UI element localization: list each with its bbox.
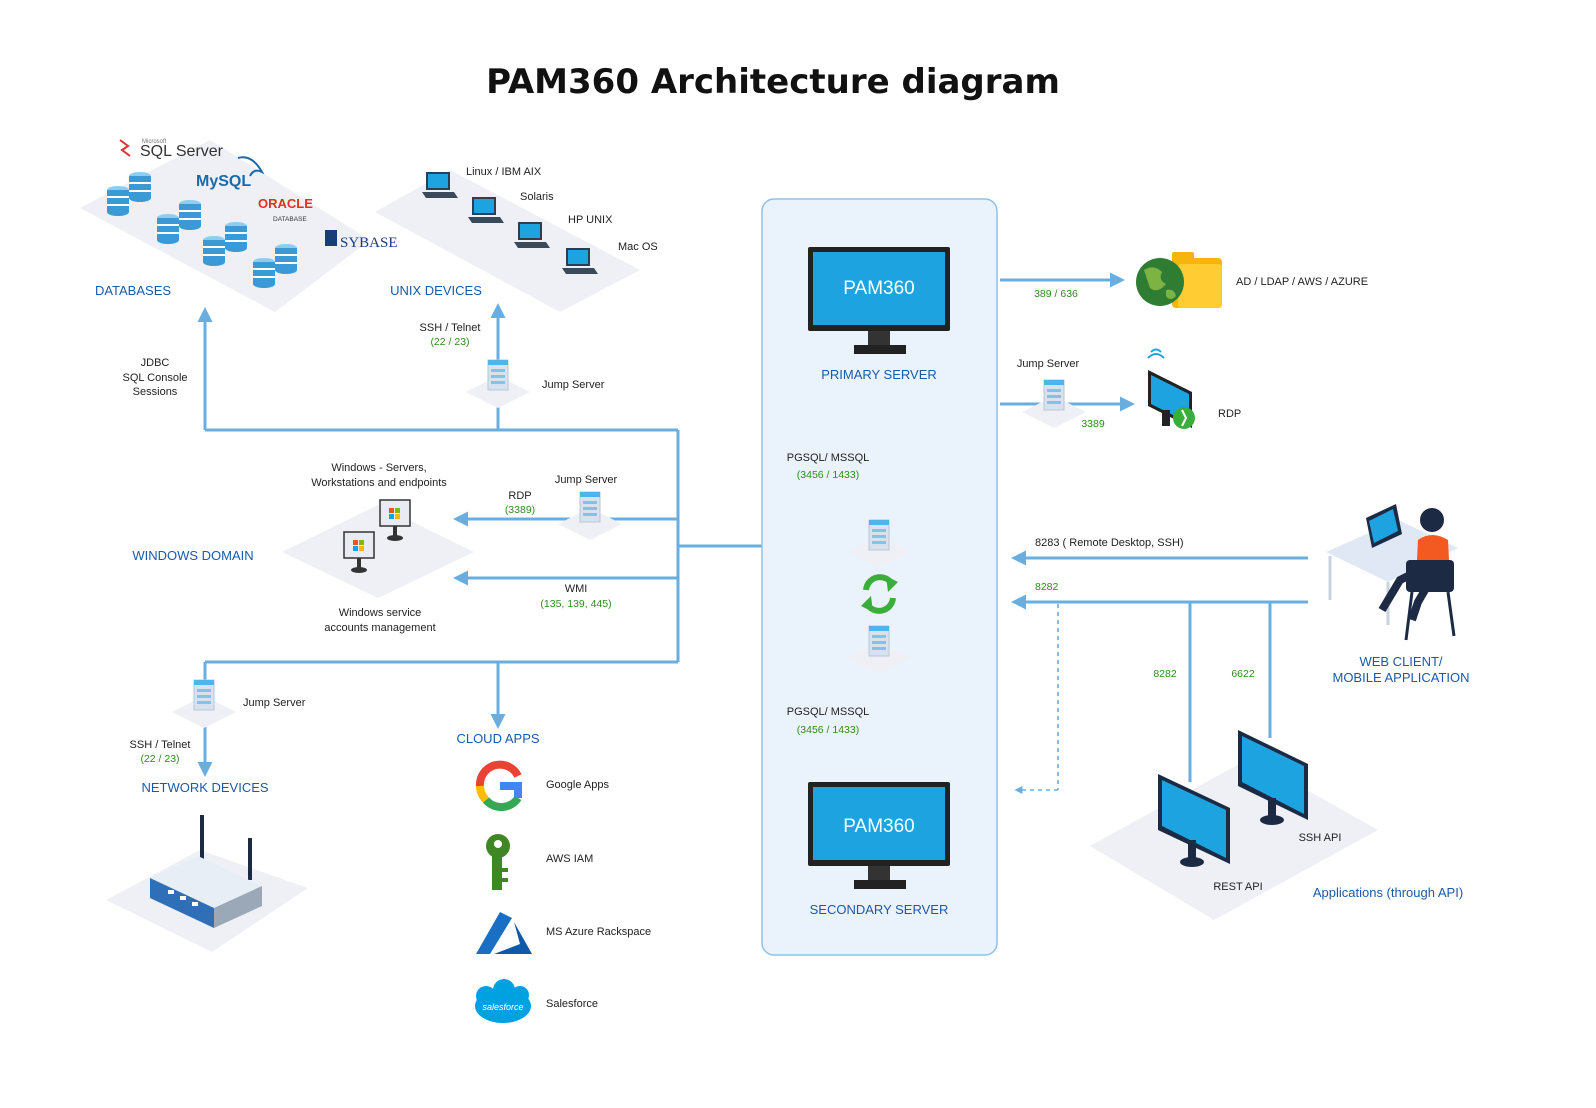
cloud-app-salesforce: Salesforce	[546, 998, 598, 1010]
aws-iam-icon	[486, 834, 510, 890]
windows-domain-group: Windows - Servers, Workstations and endp…	[132, 462, 474, 634]
diagram-title: PAM360 Architecture diagram	[486, 62, 1060, 102]
mssql-logo-icon	[119, 139, 131, 157]
mobile-application-label: MOBILE APPLICATION	[1332, 670, 1469, 685]
mysql-dolphin-icon	[237, 156, 265, 177]
databases-group: Microsoft SQL Server MySQL ORACLE DATABA…	[80, 139, 398, 312]
unix-ssh-telnet-label: SSH / Telnet	[420, 322, 481, 334]
primary-pgsql-ports: (3456 / 1433)	[797, 469, 859, 481]
unix-devices-group: Linux / IBM AIX Solaris HP UNIX Mac OS U…	[375, 166, 658, 312]
unix-devices-label: UNIX DEVICES	[390, 283, 482, 298]
globe-folder-icon	[1136, 252, 1222, 308]
accounts-management-label: accounts management	[324, 622, 435, 634]
unix-os-solaris: Solaris	[520, 191, 554, 203]
network-jump-server-label: Jump Server	[243, 697, 306, 709]
network-devices-label: NETWORK DEVICES	[141, 780, 268, 795]
secondary-server-label: SECONDARY SERVER	[810, 902, 949, 917]
network-jump-server-icon	[171, 679, 237, 729]
cloud-apps-label: CLOUD APPS	[456, 731, 539, 746]
primary-monitor-text: PAM360	[843, 278, 914, 299]
oracle-logo: ORACLE	[258, 196, 313, 211]
unix-ssh-ports: (22 / 23)	[430, 336, 469, 348]
unix-os-macos: Mac OS	[618, 241, 658, 253]
rdp-monitor-icon	[1147, 348, 1195, 429]
primary-server-monitor: PAM360	[808, 247, 950, 354]
router-icon	[106, 815, 308, 952]
sync-icon	[861, 574, 898, 614]
network-ssh-telnet-label: SSH / Telnet	[130, 739, 191, 751]
unix-jump-server-icon	[465, 359, 531, 409]
unix-os-hpunix: HP UNIX	[568, 214, 613, 226]
web-client-icon	[1326, 504, 1458, 641]
network-ssh-ports: (22 / 23)	[140, 753, 179, 765]
svg-text:salesforce: salesforce	[482, 1002, 523, 1012]
windows-service-label: Windows service	[339, 607, 422, 619]
ldap-port: 389 / 636	[1034, 288, 1078, 300]
secondary-pgsql-label: PGSQL/ MSSQL	[787, 706, 870, 718]
unix-os-linux: Linux / IBM AIX	[466, 166, 542, 178]
windows-rdp-label: RDP	[508, 490, 531, 502]
port-8282-label: 8282	[1035, 581, 1059, 593]
secondary-pgsql-ports: (3456 / 1433)	[797, 724, 859, 736]
ad-ldap-label: AD / LDAP / AWS / AZURE	[1236, 276, 1368, 288]
wmi-ports: (135, 139, 445)	[540, 598, 611, 610]
ssh-api-port: 6622	[1231, 668, 1255, 680]
applications-api-label: Applications (through API)	[1313, 885, 1463, 900]
jdbc-label: JDBC	[141, 357, 170, 369]
windows-jump-server-icon	[557, 491, 623, 541]
port-8283-label: 8283 ( Remote Desktop, SSH)	[1035, 537, 1184, 549]
windows-rdp-port: (3389)	[505, 504, 535, 516]
mysql-logo: MySQL	[196, 173, 251, 190]
unix-jump-server-label: Jump Server	[542, 379, 605, 391]
web-client-label: WEB CLIENT/	[1359, 654, 1442, 669]
salesforce-icon: salesforce	[475, 979, 531, 1023]
rest-api-port: 8282	[1153, 668, 1177, 680]
cloud-app-azure: MS Azure Rackspace	[546, 926, 651, 938]
azure-icon	[476, 912, 532, 954]
secondary-monitor-text: PAM360	[843, 816, 914, 837]
google-icon	[475, 760, 522, 812]
databases-label: DATABASES	[95, 283, 171, 298]
primary-pgsql-label: PGSQL/ MSSQL	[787, 452, 870, 464]
rest-api-label: REST API	[1213, 881, 1262, 893]
windows-jump-server-label: Jump Server	[555, 474, 618, 486]
sybase-logo-icon	[325, 230, 337, 246]
mssql-logo: SQL Server	[140, 143, 224, 160]
ssh-api-label: SSH API	[1299, 832, 1342, 844]
wmi-label: WMI	[565, 583, 588, 595]
sql-console-label: SQL Console	[122, 372, 187, 384]
primary-server-label: PRIMARY SERVER	[821, 367, 937, 382]
rdp-right-label: RDP	[1218, 408, 1241, 420]
windows-servers-label: Windows - Servers,	[331, 462, 426, 474]
rdp-right-port: 3389	[1081, 418, 1105, 430]
rdp-jump-server-label: Jump Server	[1017, 358, 1080, 370]
sybase-logo: SYBASE	[340, 235, 398, 251]
mssql-logo-small: Microsoft	[142, 139, 167, 145]
secondary-server-monitor: PAM360	[808, 782, 950, 889]
windows-domain-label: WINDOWS DOMAIN	[132, 548, 253, 563]
cloud-app-aws-iam: AWS IAM	[546, 853, 593, 865]
cloud-app-google: Google Apps	[546, 779, 609, 791]
windows-workstations-label: Workstations and endpoints	[311, 477, 447, 489]
oracle-logo-sub: DATABASE	[273, 216, 307, 223]
api-applications-icon	[1090, 730, 1378, 920]
sessions-label: Sessions	[133, 386, 178, 398]
